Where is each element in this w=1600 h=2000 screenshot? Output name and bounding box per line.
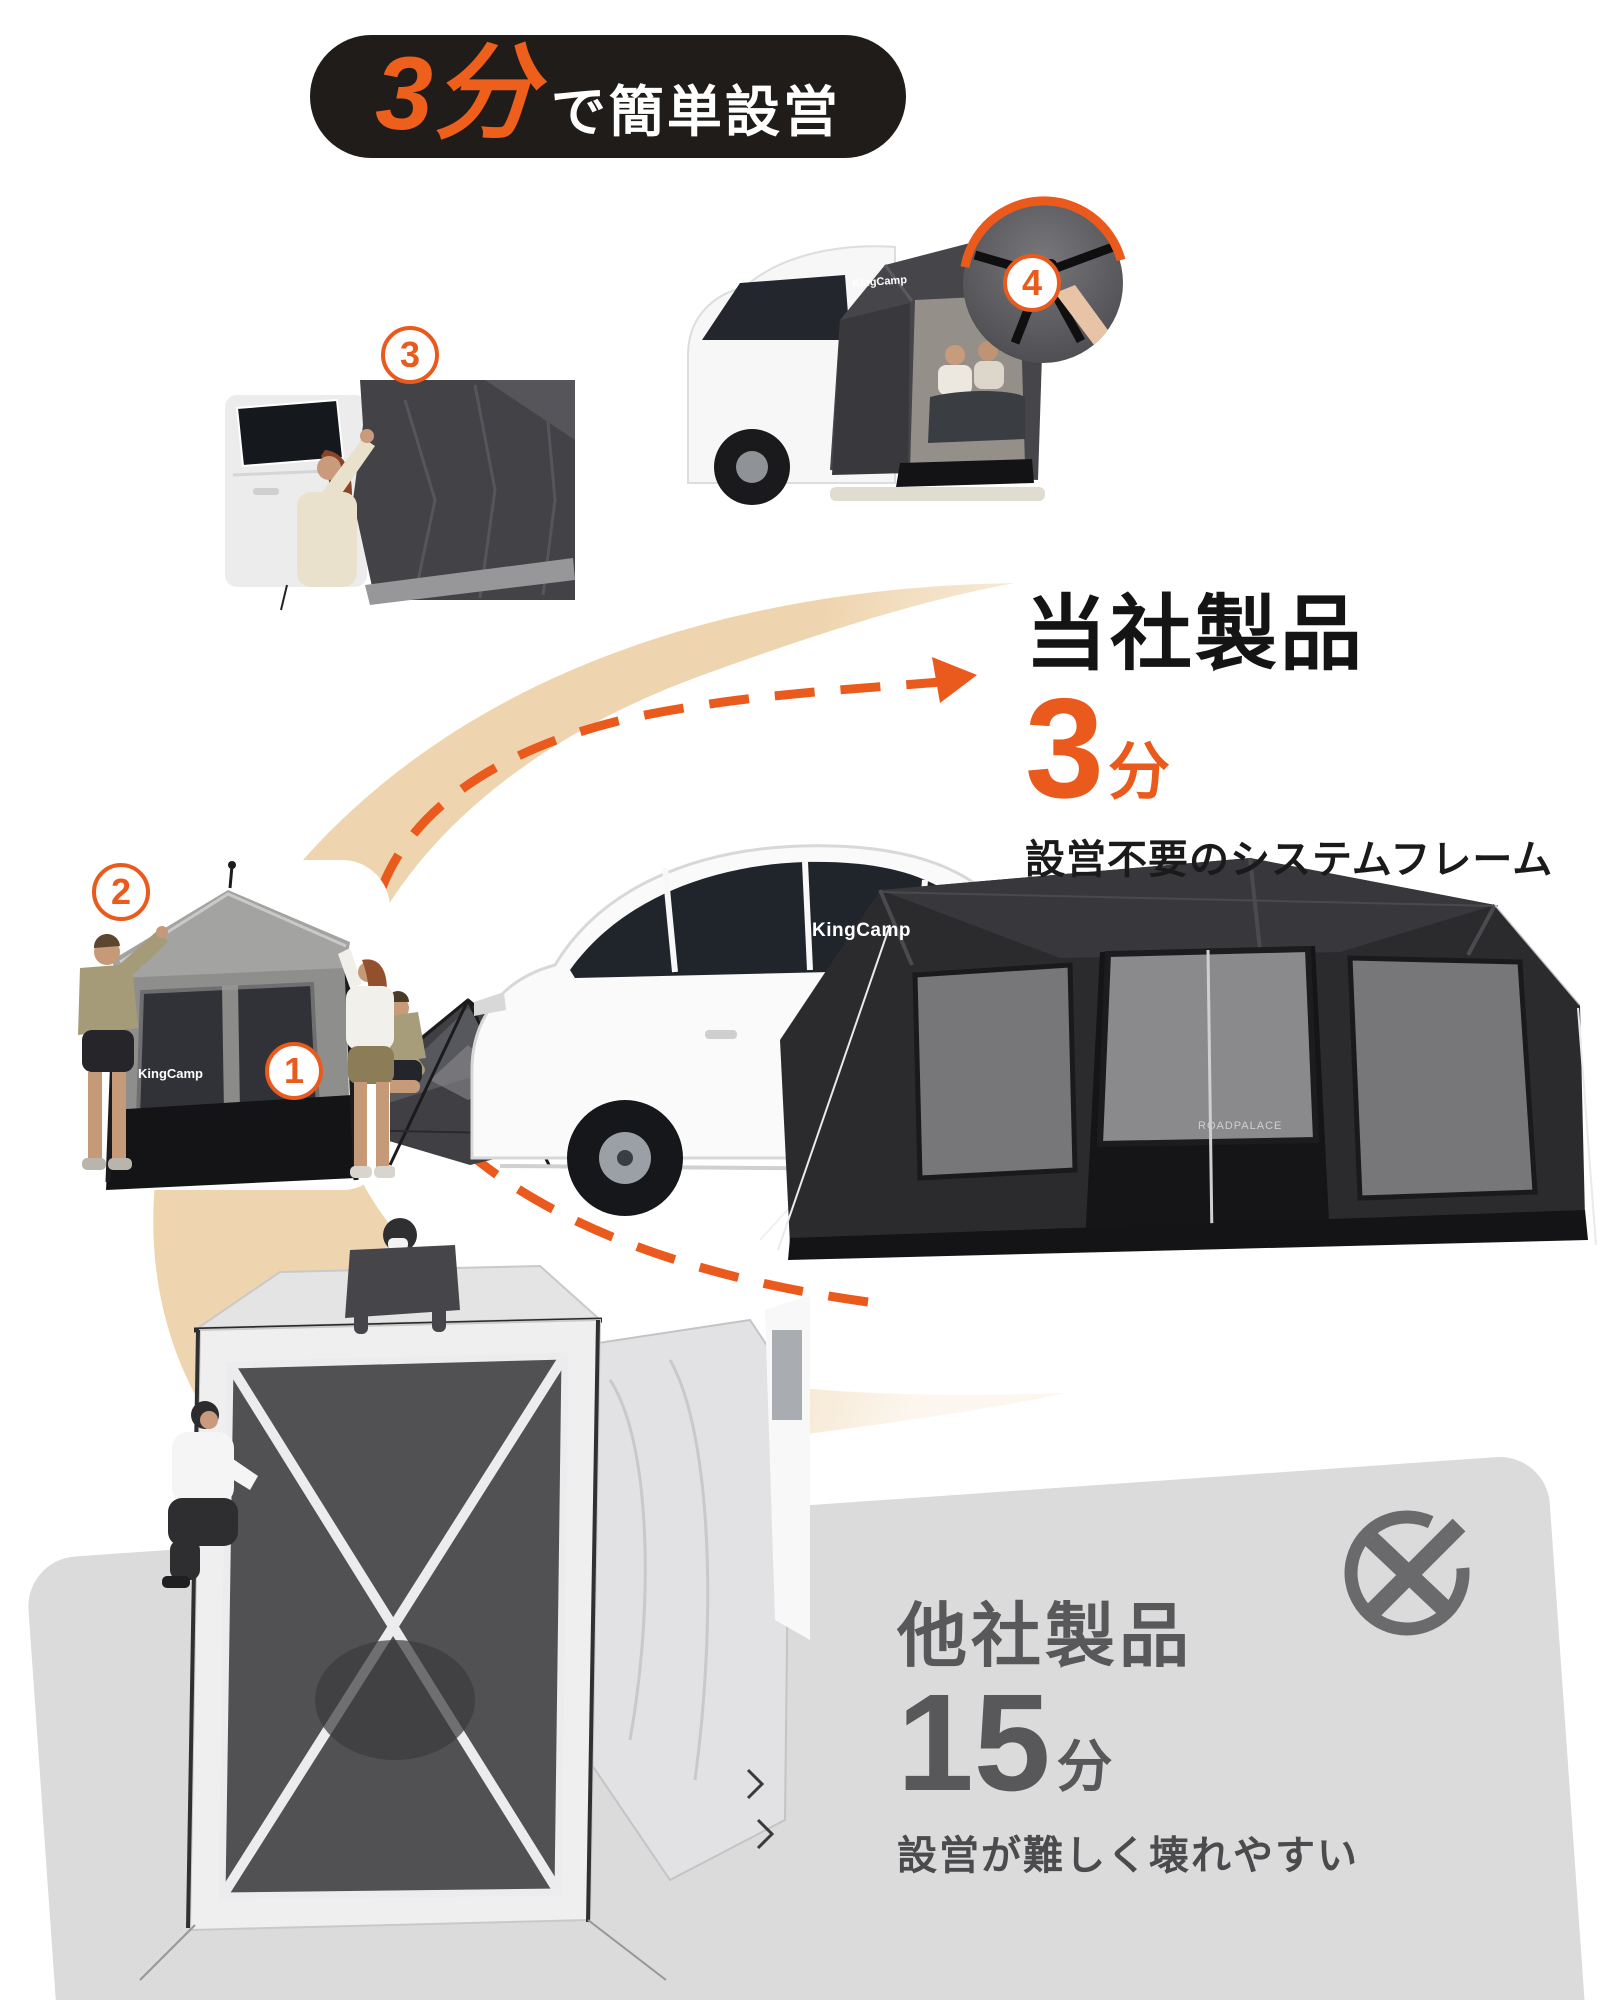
other-time-value: 15 [897,1665,1051,1820]
our-product-time: 3 分 [1025,669,1553,829]
step-marker-4: 4 [1003,254,1061,312]
other-tent-illustration [139,1264,810,1981]
step-number-2: 2 [110,871,132,912]
cross-circle-icon [1344,1510,1470,1636]
other-company-photo [139,1218,810,1981]
person-right-lifting [338,948,395,1178]
other-company-title: 他社製品 [897,1597,1193,1675]
banner-suffix-text: で簡単設営 [550,81,841,143]
person-attaching [297,429,375,587]
other-company-desc: 設営が難しく壊れやすい [897,1833,1359,1878]
other-company-block: 他社製品 15 分 設営が難しく壊れやすい [897,1597,1359,1881]
arrow-head [932,657,977,703]
our-product-title: 当社製品 [1025,589,1366,680]
main-product-photo [470,844,1597,1260]
inset-orange-arc [960,196,1126,268]
other-time-unit: 分 [1056,1734,1113,1798]
step-number-1: 1 [283,1050,305,1091]
step-marker-3: 3 [381,326,439,384]
model-name-main-tent: ROADPALACE [1198,1120,1283,1132]
step3-photo-attach-to-car [225,380,575,611]
step-number-3: 3 [399,334,421,375]
tent-fabric-illustration [280,380,575,611]
our-product-block: 当社製品 3 分 設営不要のシステムフレーム [1025,589,1554,885]
step-marker-2: 2 [92,863,150,921]
step-number-4: 4 [1021,262,1043,303]
brand-logo-main-tent: KingCamp [812,920,911,941]
our-time-unit: 分 [1107,737,1170,807]
brand-logo-step2-tent: KingCamp [138,1066,203,1081]
our-time-value: 3 [1025,669,1104,829]
person-left-lifting [78,926,168,1170]
banner-time-text: 3分 [375,36,537,152]
person-on-top [345,1218,460,1334]
other-company-time: 15 分 [897,1665,1359,1820]
top-banner: 3分 で簡単設営 [310,35,906,158]
step-marker-1: 1 [265,1042,323,1100]
big-tent-illustration [759,857,1597,1260]
person-crouching-left [162,1401,258,1588]
our-product-desc: 設営不要のシステムフレーム [1025,837,1554,882]
